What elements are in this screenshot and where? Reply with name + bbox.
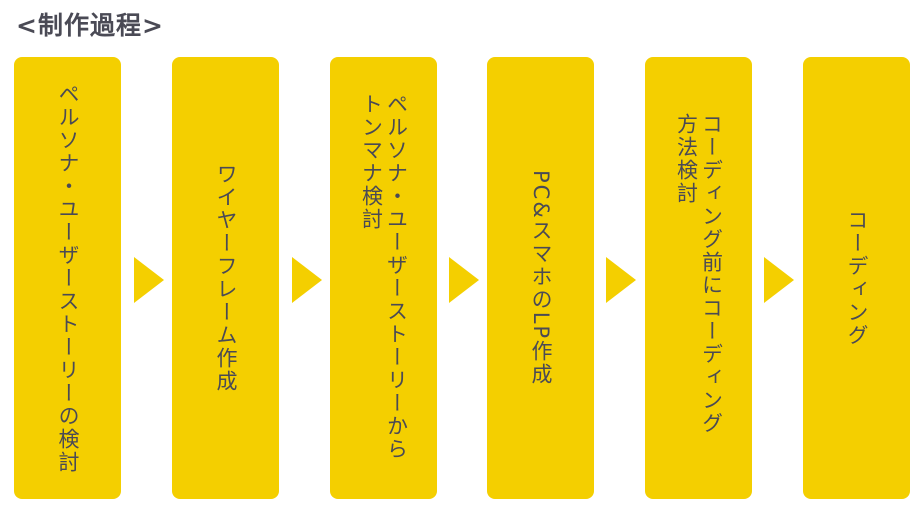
step-1-line-1: ペルソナ・ユーザーストーリーの検討 [56,82,80,474]
step-6-line-1: コーディング [845,209,869,347]
step-3-line-2: トンマナ検討 [359,93,384,231]
step-2-text: ワイヤーフレーム作成 [213,163,238,393]
page-title: <制作過程> [16,11,164,40]
arrow-right-icon [134,257,164,303]
step-3-text: ペルソナ・ユーザーストーリーからトンマナ検討 [359,93,409,461]
arrow-right-icon [449,257,479,303]
step-4-box: PC&スマホのLP作成 [487,57,594,499]
step-6-box: コーディング [803,57,910,499]
step-3-box: ペルソナ・ユーザーストーリーからトンマナ検討 [330,57,437,499]
step-4-line-1: PC&スマホのLP作成 [529,169,553,387]
arrow-right-icon [764,257,794,303]
arrow-right-icon [606,257,636,303]
step-5-box: コーディング前にコーディング方法検討 [645,57,752,499]
step-4-text: PC&スマホのLP作成 [528,170,553,386]
arrow-right-icon [292,257,322,303]
step-2-line-1: ワイヤーフレーム作成 [214,163,238,393]
step-6-text: コーディング [844,209,869,347]
step-5-line-2: 方法検討 [674,113,699,205]
step-5-text: コーディング前にコーディング方法検討 [674,113,724,435]
step-1-box: ペルソナ・ユーザーストーリーの検討 [14,57,121,499]
step-1-text: ペルソナ・ユーザーストーリーの検討 [55,83,80,474]
step-2-box: ワイヤーフレーム作成 [172,57,279,499]
step-5-line-1: コーディング前にコーディング [699,113,724,435]
step-3-line-1: ペルソナ・ユーザーストーリーから [384,93,409,461]
